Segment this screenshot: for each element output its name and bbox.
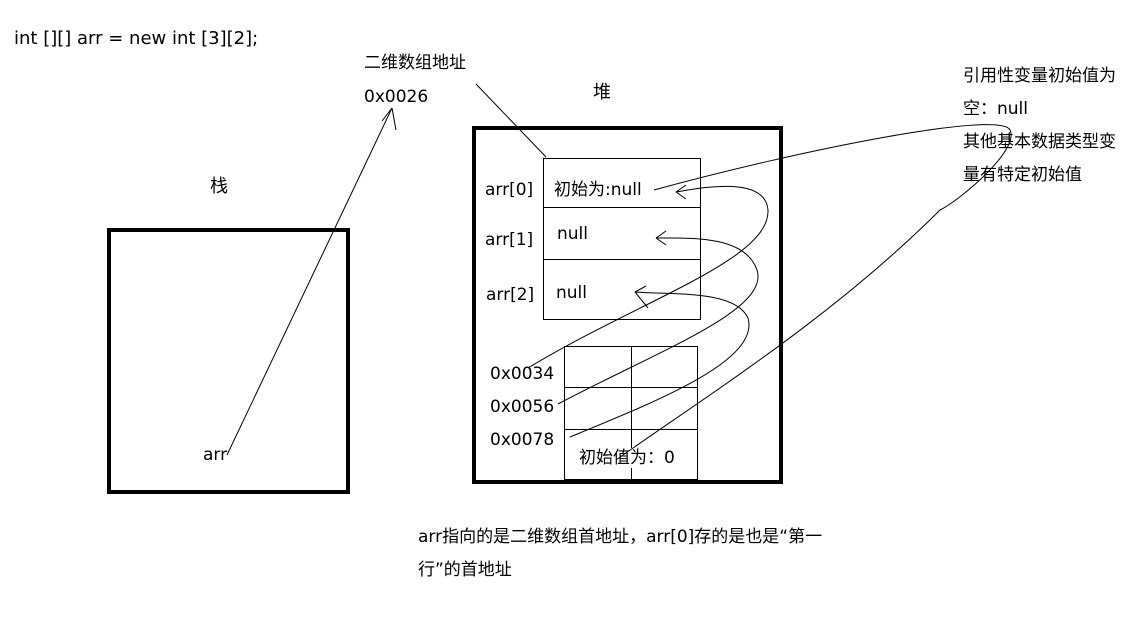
note-right-line1: 引用性变量初始值为: [963, 66, 1116, 86]
arrow-head: [655, 230, 667, 246]
inner-address-0: 0x0034: [490, 364, 555, 384]
note-right-line2: 空：null: [963, 99, 1028, 119]
note-right-line3: 其他基本数据类型变: [963, 132, 1116, 152]
stack-var-arr: arr: [203, 445, 228, 465]
pointer-arr2: [569, 291, 750, 438]
heap-box: [472, 126, 783, 484]
cell-value-arr0: 初始为:null: [554, 180, 642, 200]
stack-label: 栈: [210, 176, 228, 197]
code-line: int [][] arr = new int [3][2];: [14, 28, 259, 49]
note-bottom-line1: arr指向的是二维数组首地址，arr[0]存的是也是“第一: [418, 527, 823, 547]
note-right-line4: 量有特定初始值: [963, 165, 1082, 185]
inner-grid-divider: [631, 347, 632, 479]
outer-array-divider: [544, 207, 700, 208]
note-bottom-line2: 行”的首地址: [418, 560, 512, 580]
array-address-value: 0x0026: [364, 87, 429, 107]
note-pointer-line: [615, 124, 1012, 461]
inner-address-1: 0x0056: [490, 397, 555, 417]
row-label-arr2: arr[2]: [486, 285, 535, 305]
arrow-head: [634, 285, 649, 309]
pointer-arr0: [527, 185, 769, 369]
stack-to-address-arrow: [226, 107, 393, 456]
outer-array-divider: [544, 259, 700, 260]
arrow-head: [675, 184, 687, 200]
pointer-arr1: [557, 237, 759, 405]
inner-address-2: 0x0078: [490, 430, 555, 450]
array-address-title: 二维数组地址: [364, 53, 466, 73]
row-label-arr0: arr[0]: [485, 180, 534, 200]
arrow-head: [381, 107, 397, 131]
address-to-array-line: [475, 83, 547, 158]
inner-init-text: 初始值为：0: [579, 448, 675, 468]
inner-array-grid: [564, 346, 698, 480]
cell-value-arr1: null: [557, 224, 588, 244]
inner-grid-divider: [565, 387, 697, 388]
stack-box: [107, 228, 350, 494]
heap-label: 堆: [593, 82, 611, 103]
inner-grid-divider: [565, 429, 697, 430]
row-label-arr1: arr[1]: [485, 230, 534, 250]
cell-value-arr2: null: [556, 283, 587, 303]
